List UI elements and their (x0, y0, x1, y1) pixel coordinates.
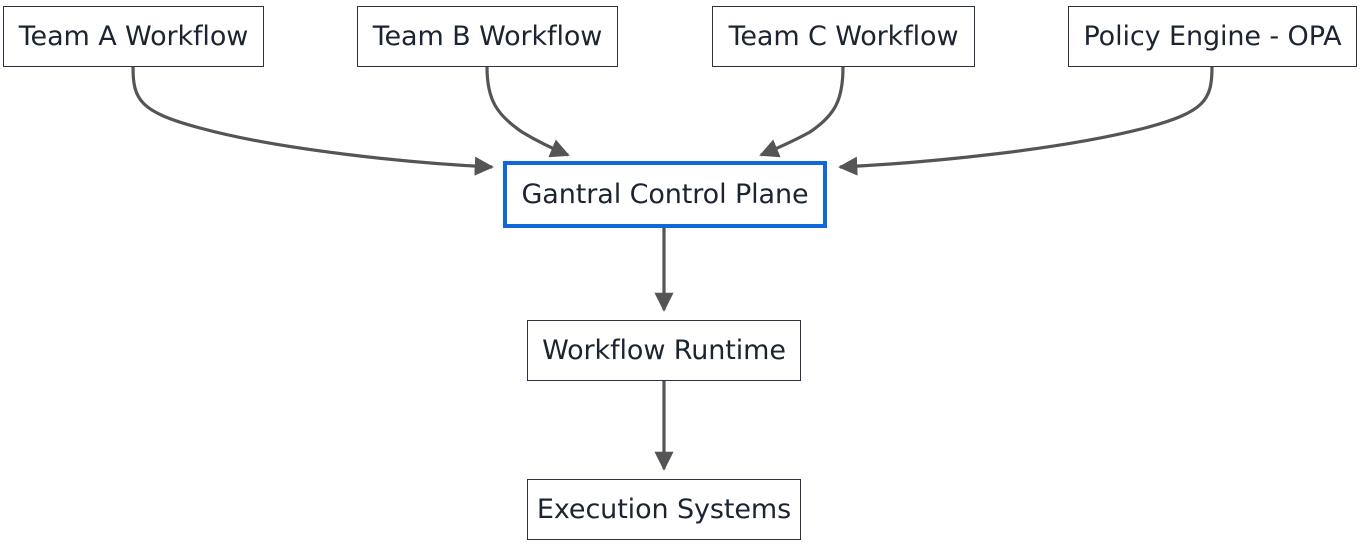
edge-paths (131, 66, 1214, 471)
node-policy-engine-opa[interactable]: Policy Engine - OPA (1068, 6, 1357, 67)
node-label-team-c-workflow: Team C Workflow (728, 21, 959, 52)
edge-policy-engine-to-control-plane (838, 66, 1214, 176)
node-workflow-runtime[interactable]: Workflow Runtime (527, 320, 801, 381)
node-team-c-workflow[interactable]: Team C Workflow (712, 6, 975, 67)
edge-team-c-to-control-plane (759, 66, 845, 158)
node-label-team-b-workflow: Team B Workflow (372, 21, 603, 52)
node-label-gantral-control-plane: Gantral Control Plane (521, 179, 809, 210)
node-team-b-workflow[interactable]: Team B Workflow (357, 6, 618, 67)
edge-team-a-to-control-plane (131, 66, 494, 176)
node-label-workflow-runtime: Workflow Runtime (542, 335, 786, 366)
node-label-policy-engine-opa: Policy Engine - OPA (1083, 21, 1342, 52)
node-label-team-a-workflow: Team A Workflow (18, 21, 249, 52)
edge-team-b-to-control-plane (485, 66, 570, 158)
node-execution-systems[interactable]: Execution Systems (527, 479, 801, 540)
node-label-execution-systems: Execution Systems (536, 494, 792, 525)
node-gantral-control-plane[interactable]: Gantral Control Plane (503, 161, 827, 228)
node-team-a-workflow[interactable]: Team A Workflow (3, 6, 264, 67)
